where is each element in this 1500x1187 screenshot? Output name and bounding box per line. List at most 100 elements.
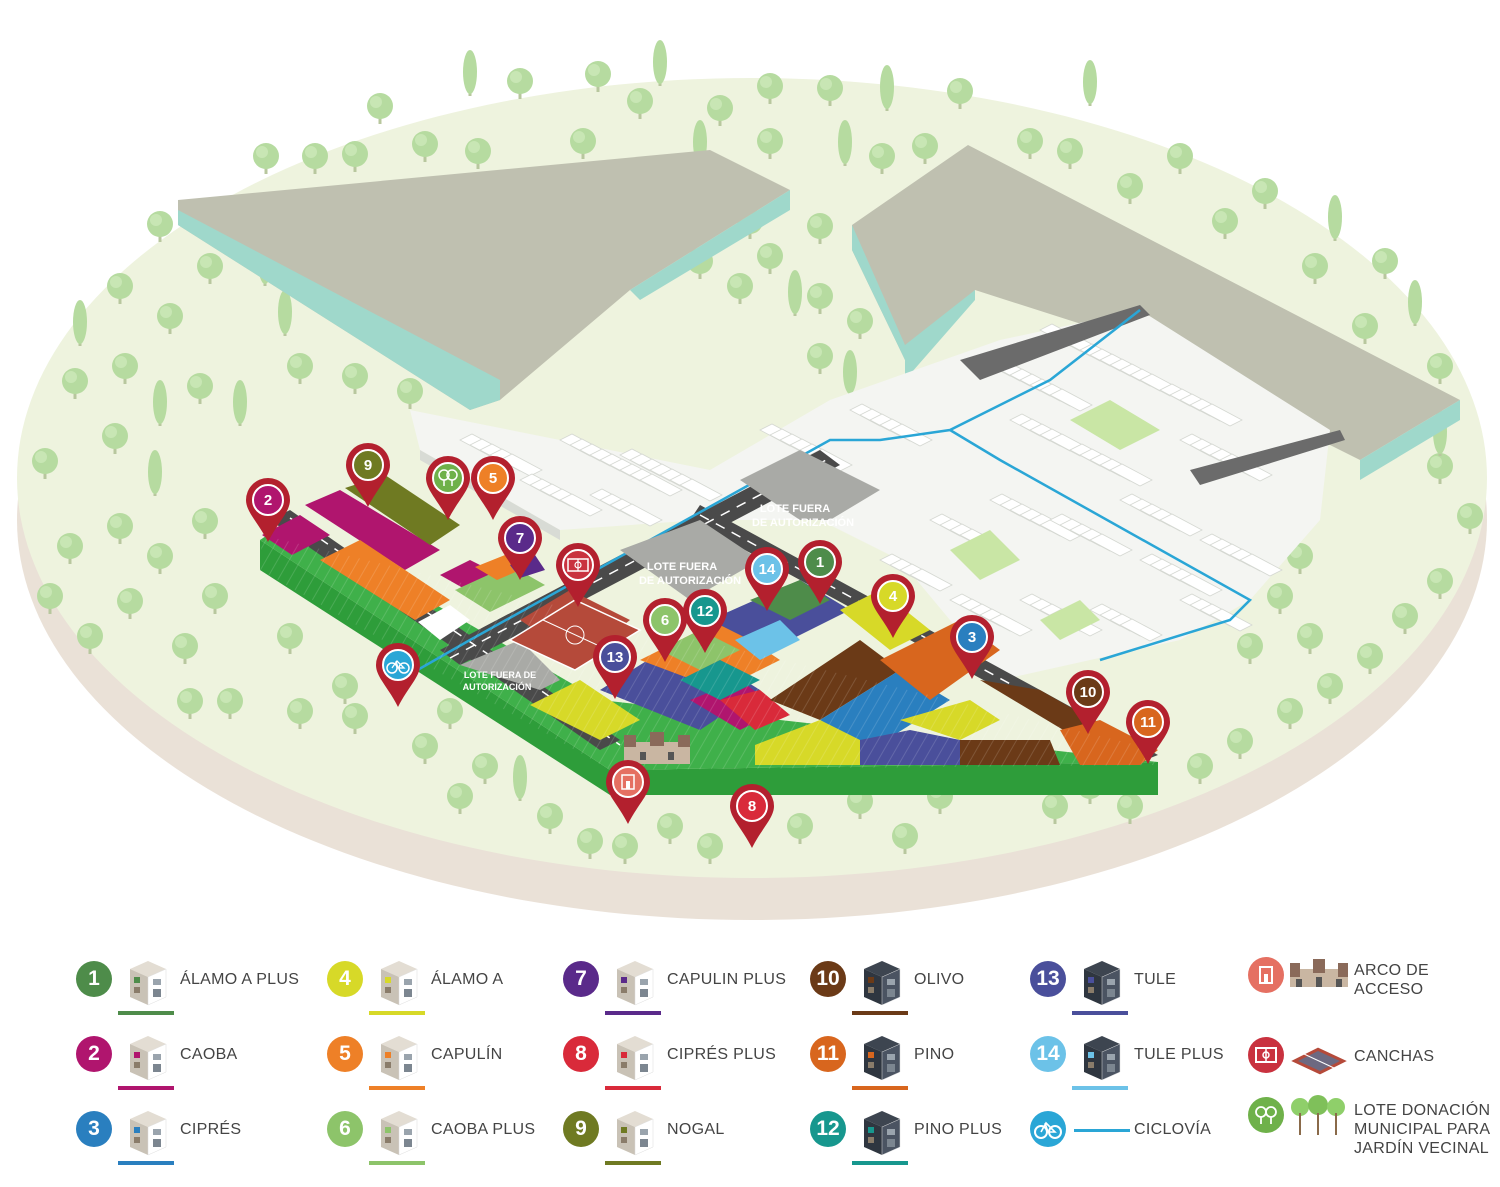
neighbor-block-west [178,150,790,410]
house-model-icon [130,1036,167,1081]
legend-label: CAPULIN PLUS [667,971,787,988]
legend-item-2: 2 CAOBA [76,1030,311,1092]
map-pin-bicycle[interactable] [376,643,420,707]
map-pin-3[interactable]: 3 [950,615,994,679]
legend-item-5: 5 CAPULÍN [327,1030,562,1092]
legend-house-image [1078,1030,1126,1084]
house-model-icon [381,961,418,1006]
legend-label: CICLOVÍA [1134,1121,1212,1138]
pin-number: 8 [748,798,756,815]
area-label-3: LOTE FUERA DE AUTORIZACIÓN [463,670,537,692]
legend-house-image [1078,955,1126,1009]
legend-badge: 2 [76,1036,112,1072]
site-map: LOTE FUERA DE AUTORIZACIÓN LOTE FUERA DE… [17,40,1487,920]
map-pin-4[interactable]: 4 [871,574,915,638]
legend-badge: 14 [1030,1036,1066,1072]
legend-extra-park: LOTE DONACIÓN MUNICIPAL PARA JARDÍN VECI… [1248,1095,1500,1175]
area-label-2: LOTE FUERA DE AUTORIZACIÓN [639,561,741,587]
legend-color-bar [118,1011,174,1015]
park-illustration [1288,1095,1350,1139]
legend-label: LOTE DONACIÓN MUNICIPAL PARA JARDÍN VECI… [1354,1102,1491,1157]
legend-badge: 1 [76,961,112,997]
legend-house-image [375,1030,423,1084]
legend-item-4: 4 ÁLAMO A [327,955,562,1017]
map-pin-court[interactable] [556,543,600,607]
legend-color-bar [605,1011,661,1015]
legend-badge: 13 [1030,961,1066,997]
map-pin-11[interactable]: 11 [1126,700,1170,764]
legend-badge: 3 [76,1111,112,1147]
pin-number: 13 [607,649,624,666]
park-icon [438,469,458,486]
legend-label: TULE PLUS [1134,1046,1224,1063]
pin-number: 11 [1140,714,1156,731]
house-model-icon [864,1111,901,1156]
legend-color-bar [605,1086,661,1090]
legend-item-14: 14 TULE PLUS [1030,1030,1265,1092]
legend-color-bar [369,1161,425,1165]
svg-text:LOTE FUERA DE: LOTE FUERA DE [464,670,536,680]
legend-color-bar [852,1161,908,1165]
bicycle-icon [1030,1111,1066,1147]
pin-number: 3 [968,629,976,646]
court-icon [567,558,589,572]
legend-color-bar [369,1086,425,1090]
map-pin-9[interactable]: 9 [346,443,390,507]
legend-house-image [124,1105,172,1159]
map-pin-8[interactable]: 8 [730,784,774,848]
house-model-icon [617,1111,654,1156]
map-pin-14[interactable]: 14 [745,547,789,611]
gate-illustration [1288,955,1350,999]
map-pin-6[interactable]: 6 [643,598,687,662]
map-pin-5[interactable]: 5 [471,456,515,520]
bike-lane-line [1074,1129,1130,1132]
gate-icon [1248,957,1284,993]
legend-item-10: 10 OLIVO [810,955,1045,1017]
map-pin-1[interactable]: 1 [798,540,842,604]
legend-label: CAPULÍN [431,1046,503,1063]
house-model-icon [1084,961,1121,1006]
map-pin-7[interactable]: 7 [498,516,542,580]
legend-extra-court: CANCHAS [1248,1035,1500,1115]
legend-label: ARCO DE ACCESO [1354,962,1429,998]
svg-text:DE AUTORIZACIÓN: DE AUTORIZACIÓN [752,516,854,529]
house-model-icon [617,1036,654,1081]
legend-house-image [375,1105,423,1159]
legend-house-image [124,1030,172,1084]
pin-number: 4 [889,588,898,605]
legend-label: CIPRÉS [180,1121,242,1138]
map-pin-10[interactable]: 10 [1066,670,1110,734]
pin-number: 12 [697,603,714,620]
legend-label: PINO PLUS [914,1121,1003,1138]
legend-house-image [611,1105,659,1159]
svg-text:LOTE FUERA: LOTE FUERA [760,503,830,515]
map-pin-2[interactable]: 2 [246,478,290,542]
legend-house-image [858,1105,906,1159]
legend-item-11: 11 PINO [810,1030,1045,1092]
legend-badge: 9 [563,1111,599,1147]
legend-badge: 10 [810,961,846,997]
house-model-icon [1084,1036,1121,1081]
svg-text:DE AUTORIZACIÓN: DE AUTORIZACIÓN [639,574,741,587]
legend-label: CANCHAS [1354,1048,1435,1065]
map-pin-park[interactable] [426,456,470,520]
legend-house-image [611,955,659,1009]
legend-item-8: 8 CIPRÉS PLUS [563,1030,798,1092]
legend-house-image [858,1030,906,1084]
legend-color-bar [1072,1086,1128,1090]
legend-label: CAOBA [180,1046,238,1063]
legend-color-bar [118,1086,174,1090]
legend-house-image [375,955,423,1009]
pin-number: 5 [489,470,497,487]
map-pin-13[interactable]: 13 [593,635,637,699]
map-pin-12[interactable]: 12 [683,589,727,653]
map-pin-gate[interactable] [606,760,650,824]
courts [508,599,642,671]
legend-badge: 11 [810,1036,846,1072]
house-model-icon [381,1036,418,1081]
house-model-icon [130,961,167,1006]
legend-house-image [124,955,172,1009]
legend-item-ciclovia: CICLOVÍA [1030,1105,1265,1167]
legend-item-3: 3 CIPRÉS [76,1105,311,1167]
